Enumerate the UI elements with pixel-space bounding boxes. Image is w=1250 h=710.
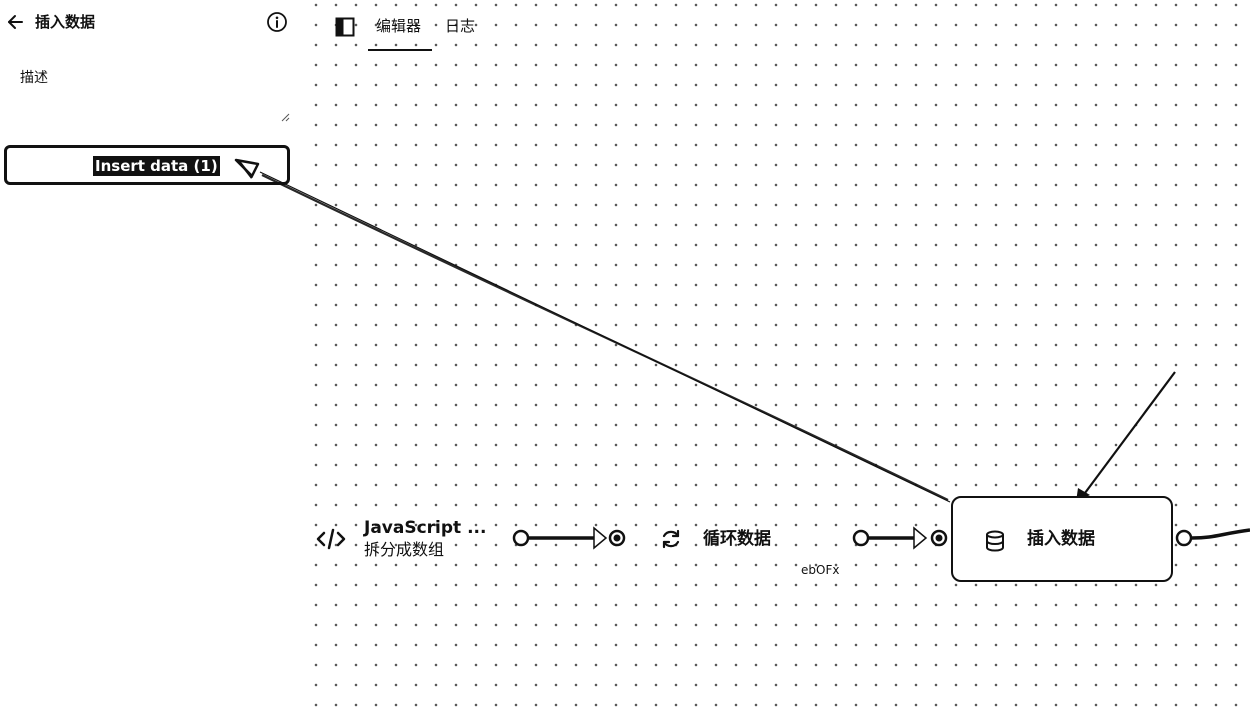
refresh-icon xyxy=(662,529,680,549)
panel-title: 插入数据 xyxy=(35,13,96,31)
resize-grip-icon[interactable] xyxy=(280,112,290,122)
tab-logs[interactable]: 日志 xyxy=(445,17,476,35)
database-icon xyxy=(986,530,1004,552)
info-icon[interactable] xyxy=(266,11,288,33)
insert-data-button[interactable]: Insert data (1) xyxy=(4,145,290,185)
editor-toolbar: 编辑器 日志 xyxy=(298,0,1250,52)
tab-editor[interactable]: 编辑器 xyxy=(376,17,422,35)
node-insert-data-title: 插入数据 xyxy=(1027,529,1095,549)
node-loop-title: 循环数据 xyxy=(703,529,771,549)
node-javascript-subtitle: 拆分成数组 xyxy=(364,540,445,559)
description-label: 描述 xyxy=(20,70,48,86)
insert-data-button-label: Insert data (1) xyxy=(93,156,220,176)
node-javascript-title: JavaScript ... xyxy=(364,518,487,538)
active-tab-indicator xyxy=(368,49,432,51)
node-settings-panel: 插入数据 描述 Insert data (1) xyxy=(0,0,298,710)
edge-label: ebOFx xyxy=(801,563,840,577)
sidebar-toggle-icon[interactable] xyxy=(335,17,355,37)
workflow-canvas[interactable] xyxy=(298,0,1250,710)
node-insert-data[interactable]: 插入数据 xyxy=(951,496,1173,582)
arrow-left-icon[interactable] xyxy=(5,11,27,33)
code-icon xyxy=(316,528,346,550)
description-field[interactable] xyxy=(8,92,288,122)
